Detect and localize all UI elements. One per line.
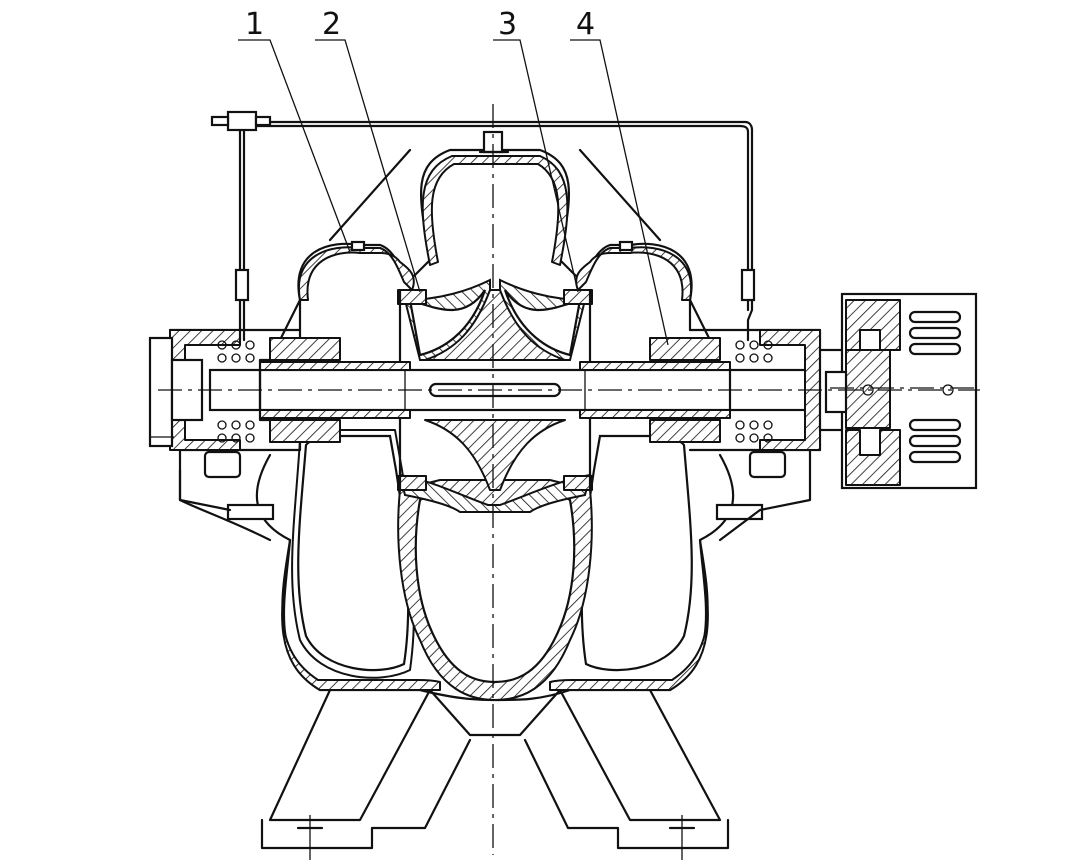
callout-label-3: 3: [498, 7, 517, 42]
bearing-balls-right: [735, 340, 773, 443]
coupling-fins: [908, 310, 962, 464]
callout-label-1: 1: [245, 7, 264, 42]
callout-label-2: 2: [322, 7, 341, 42]
seal-water-pipe: [210, 110, 756, 342]
callout-label-4: 4: [576, 7, 595, 42]
pump-casing: [255, 130, 735, 702]
callout-leaders: [238, 39, 669, 346]
pedestal-base: [260, 688, 730, 860]
bearing-balls-left: [217, 340, 255, 443]
coupling: [824, 292, 978, 490]
impeller: [397, 278, 593, 513]
